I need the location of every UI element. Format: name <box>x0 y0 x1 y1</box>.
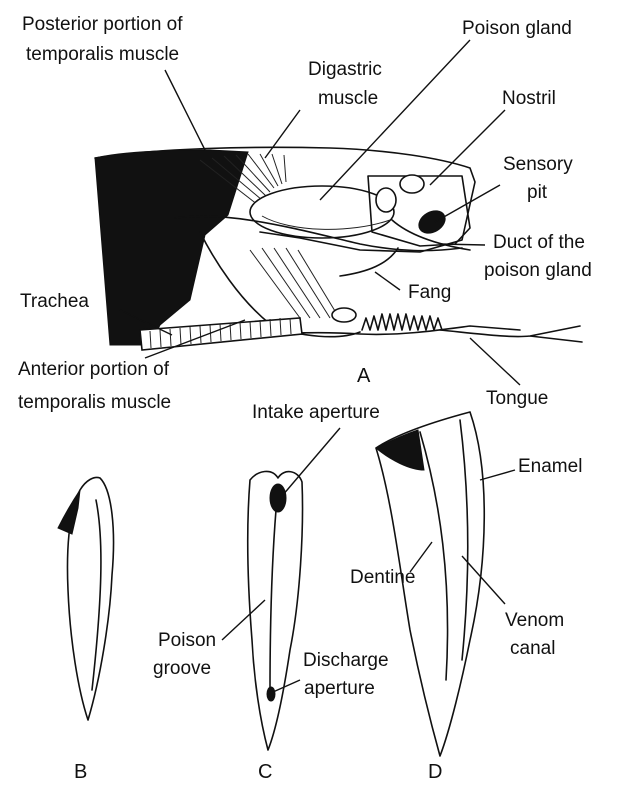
label-poison-groove-line2: groove <box>153 658 211 679</box>
figure-letter-c: C <box>258 761 272 783</box>
fang-c-illustration <box>248 471 303 750</box>
label-anterior-temporalis-line2: temporalis muscle <box>18 392 171 413</box>
label-nostril: Nostril <box>502 88 556 109</box>
label-discharge-aperture-line2: aperture <box>304 678 375 699</box>
label-poison-groove-line1: Poison <box>158 630 216 651</box>
label-posterior-temporalis-line2: temporalis muscle <box>26 44 179 65</box>
label-enamel: Enamel <box>518 456 582 477</box>
label-posterior-temporalis-line1: Posterior portion of <box>22 14 183 35</box>
label-duct-line2: poison gland <box>484 260 592 281</box>
anterior-temporalis-muscle <box>250 248 338 318</box>
label-tongue: Tongue <box>486 388 548 409</box>
label-digastric-line2: muscle <box>318 88 378 109</box>
label-poison-gland: Poison gland <box>462 18 572 39</box>
figure-letter-d: D <box>428 761 442 783</box>
label-sensory-pit-line2: pit <box>527 182 548 203</box>
label-fang: Fang <box>408 282 451 303</box>
label-venom-canal-line2: canal <box>510 638 555 659</box>
label-anterior-temporalis-line1: Anterior portion of <box>18 359 170 380</box>
figure-letter-b: B <box>74 761 87 783</box>
label-digastric-line1: Digastric <box>308 59 382 80</box>
fang-b-illustration <box>58 478 114 721</box>
label-sensory-pit-line1: Sensory <box>503 154 573 175</box>
fang-shape <box>340 248 398 276</box>
nostril-inner <box>376 188 396 212</box>
label-discharge-aperture-line1: Discharge <box>303 650 389 671</box>
figure-letter-a: A <box>357 365 371 387</box>
glottis <box>332 308 356 322</box>
nostril-shape <box>400 175 424 193</box>
label-intake-aperture: Intake aperture <box>252 402 380 423</box>
lower-teeth <box>362 314 442 330</box>
sensory-pit-shape <box>415 206 449 237</box>
label-duct-line1: Duct of the <box>493 232 585 253</box>
label-trachea: Trachea <box>20 291 89 312</box>
tongue-shape <box>440 326 582 342</box>
label-venom-canal-line1: Venom <box>505 610 564 631</box>
label-dentine: Dentine <box>350 567 416 588</box>
